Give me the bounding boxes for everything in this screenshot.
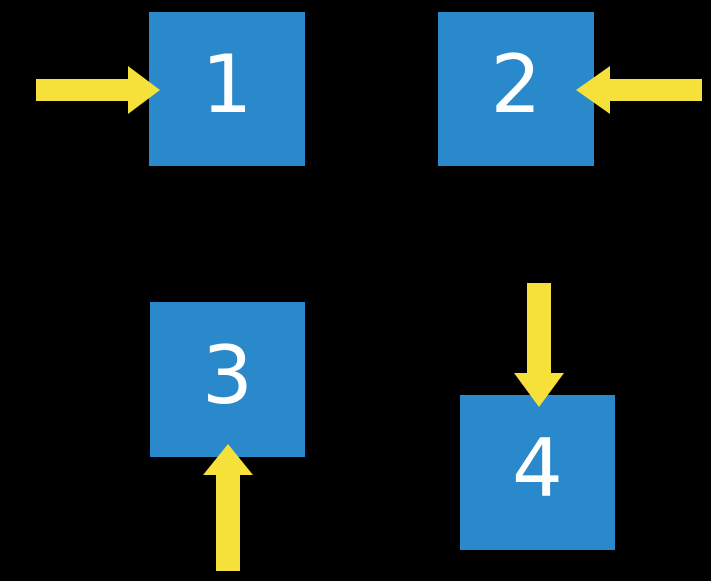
arrow-left-icon <box>576 66 702 114</box>
numbered-square-2: 2 <box>438 12 594 166</box>
square-4-label: 4 <box>512 421 563 515</box>
numbered-square-3: 3 <box>150 302 305 457</box>
arrow-down-icon <box>514 283 564 407</box>
arrow-right-icon <box>36 66 160 114</box>
numbered-square-1: 1 <box>149 12 305 166</box>
arrow-up-icon <box>203 444 253 571</box>
square-3-label: 3 <box>202 328 253 422</box>
square-1-label: 1 <box>201 38 253 131</box>
numbered-square-4: 4 <box>460 395 615 550</box>
square-2-label: 2 <box>490 38 542 131</box>
